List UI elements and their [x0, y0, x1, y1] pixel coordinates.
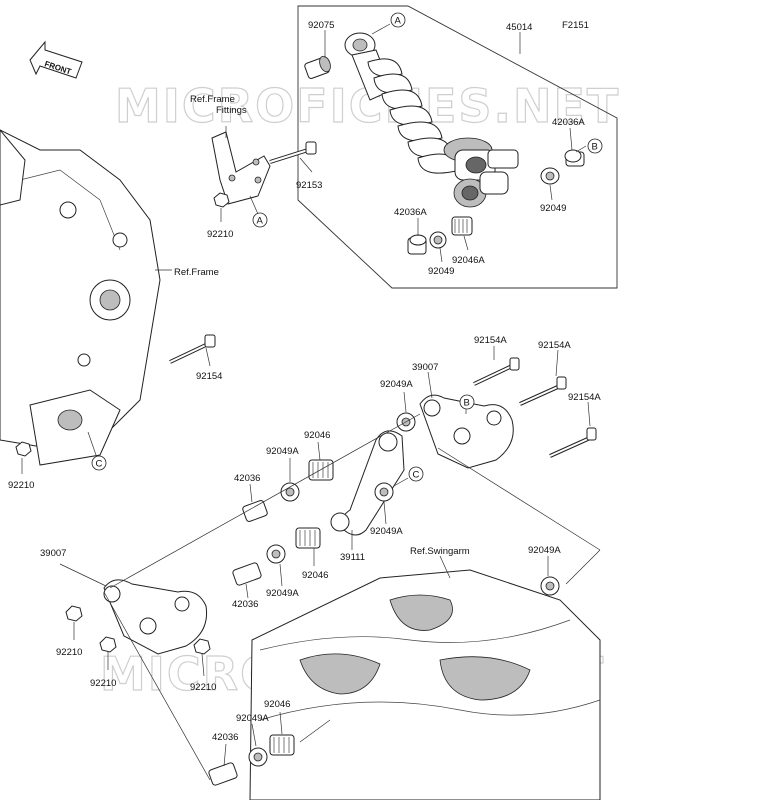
bolts-92154A [473, 357, 597, 458]
label-92049-lower: 92049 [428, 266, 454, 277]
ref-frame-fittings-line2: Fittings [216, 105, 247, 116]
nut-92210-frame [15, 441, 32, 457]
shock-assembly-frame [297, 5, 618, 289]
frame-fittings-bracket [211, 131, 271, 205]
label-92154A-2: 92154A [538, 340, 571, 351]
collar-42036-mid [232, 562, 262, 586]
label-92075: 92075 [308, 20, 334, 31]
label-45014: 45014 [506, 22, 532, 33]
part-labels: 92075 45014 42036A 92049 42036A 92046A 9… [8, 20, 601, 743]
rocker-arm-39007-left [103, 579, 208, 655]
seal-92049A-lower [248, 747, 268, 767]
label-92210-frame: 92210 [8, 480, 34, 491]
ref-frame-fittings-line1: Ref.Frame [190, 94, 235, 105]
label-92154A-1: 92154A [474, 335, 507, 346]
label-92049A-mid: 92049A [266, 588, 299, 599]
bolt-92153 [269, 141, 317, 164]
collar-42036A-right [564, 149, 585, 167]
swingarm [249, 569, 601, 801]
nut-92210-a [65, 605, 83, 622]
label-39111: 39111 [340, 552, 365, 563]
label-92049A-swing: 92049A [528, 545, 561, 556]
label-92210-b: 92210 [90, 678, 116, 689]
leader-lines [21, 23, 601, 781]
collar-42036A-left [407, 234, 427, 255]
label-42036-upper: 42036 [234, 473, 260, 484]
bolt-92154-frame [169, 334, 216, 364]
label-39007-left: 39007 [40, 548, 66, 559]
bushing-92075 [304, 55, 331, 79]
collar-42036-lower [208, 762, 238, 786]
bearing-92046-upper [308, 459, 334, 481]
seal-92049A-swing [540, 576, 560, 596]
svg-text:C: C [413, 470, 420, 481]
callout-a-top: A [390, 12, 406, 28]
nut-92210-b [99, 636, 117, 653]
nut-92210-fittings [213, 192, 230, 208]
ref-frame: Ref.Frame [174, 267, 219, 278]
label-92049A-rocker: 92049A [380, 379, 413, 390]
bearing-92046-mid [295, 527, 321, 549]
label-92153: 92153 [296, 180, 322, 191]
callout-b-linkage: B [459, 394, 475, 410]
svg-text:C: C [96, 459, 103, 470]
seal-92049-right [540, 167, 560, 185]
label-92049-right: 92049 [540, 203, 566, 214]
seal-92049-lower [429, 231, 447, 249]
label-92154-frame: 92154 [196, 371, 222, 382]
bearing-92046-lower [269, 734, 295, 756]
label-92046A: 92046A [452, 255, 485, 266]
callout-c-frame: C [91, 455, 107, 471]
figure-code: F2151 [562, 20, 589, 31]
seal-92049A-rodmid [374, 482, 394, 502]
label-42036A-right: 42036A [552, 117, 585, 128]
svg-text:A: A [257, 216, 264, 227]
label-92046-lower: 92046 [264, 699, 290, 710]
label-42036-lower: 42036 [212, 732, 238, 743]
ref-swingarm: Ref.Swingarm [410, 546, 470, 557]
label-39007-right: 39007 [412, 362, 438, 373]
tie-rod-39111 [330, 430, 405, 536]
svg-text:A: A [395, 16, 402, 27]
collar-42036-upper [242, 500, 268, 522]
svg-text:B: B [464, 398, 470, 409]
label-42036-mid: 42036 [232, 599, 258, 610]
bearing-92046A [451, 216, 473, 236]
label-92049A-lower: 92049A [236, 713, 269, 724]
callout-b-top: B [587, 138, 603, 154]
label-92210-a: 92210 [56, 647, 82, 658]
seal-92049A-mid [266, 544, 286, 564]
seal-92049A-upper [280, 482, 300, 502]
label-92049A-rodmid: 92049A [370, 526, 403, 537]
label-42036A-left: 42036A [394, 207, 427, 218]
label-92210-fittings: 92210 [207, 229, 233, 240]
callout-a-fittings: A [252, 212, 268, 228]
callout-c-linkage: C [408, 466, 424, 482]
rocker-arm-39007-right [419, 394, 514, 469]
label-92046-upper: 92046 [304, 430, 330, 441]
rear-shock-absorber [344, 32, 519, 208]
motorcycle-frame [0, 129, 161, 466]
front-direction-arrow: FRONT [29, 40, 83, 79]
nut-92210-c [193, 638, 211, 655]
label-92154A-3: 92154A [568, 392, 601, 403]
label-92210-c: 92210 [190, 682, 216, 693]
label-92049A-upper: 92049A [266, 446, 299, 457]
svg-text:B: B [592, 142, 598, 153]
label-92046-mid: 92046 [302, 570, 328, 581]
